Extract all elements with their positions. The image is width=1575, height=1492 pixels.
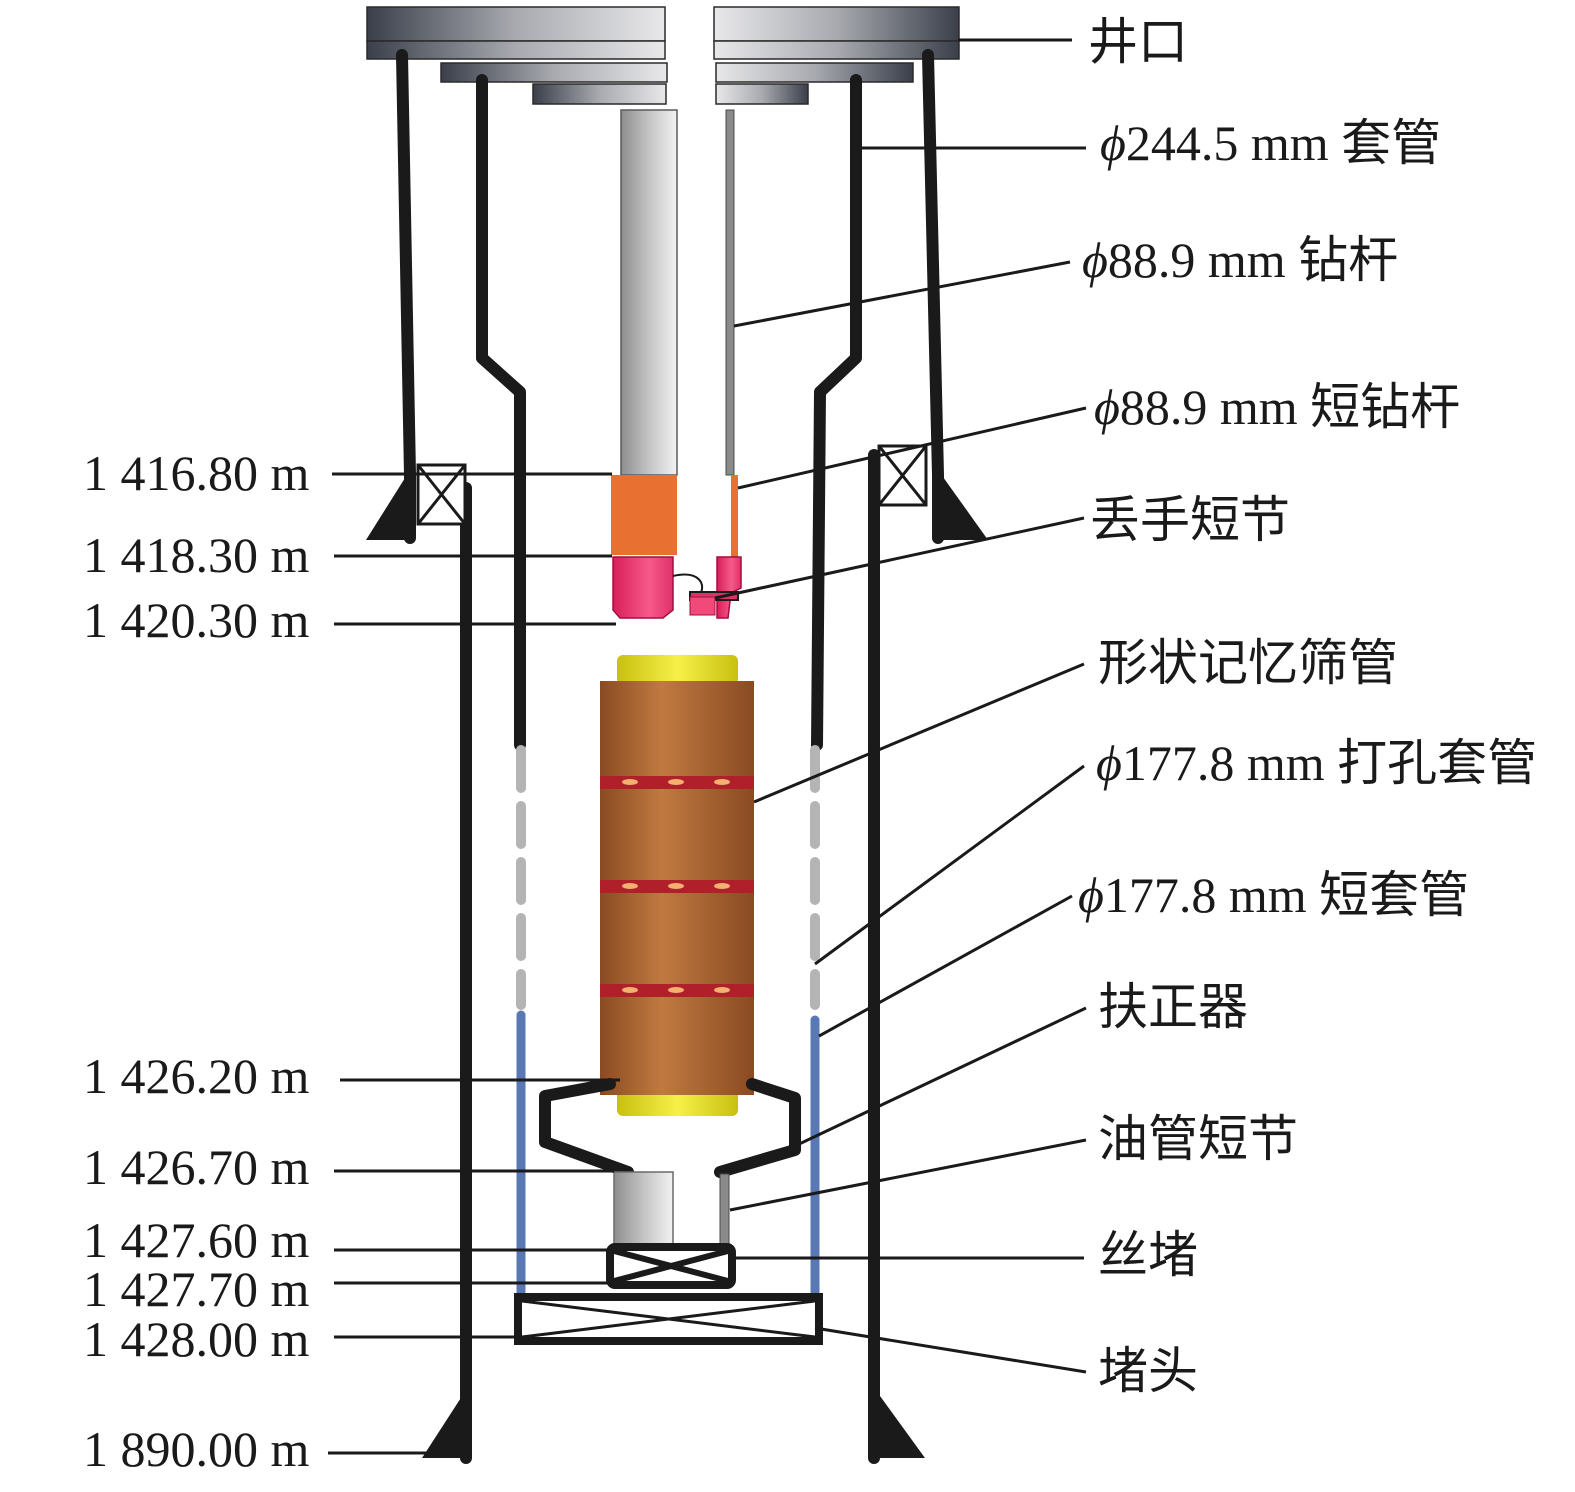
depth-label: 1 426.70 m bbox=[83, 1139, 310, 1195]
wellhead-flange-right-bottom bbox=[713, 40, 960, 60]
leader-centralizer bbox=[794, 1006, 1087, 1148]
liner-hanger-packer-right bbox=[877, 444, 928, 507]
depth-leaders bbox=[328, 472, 620, 1455]
phi-symbol: ϕ bbox=[1082, 232, 1108, 288]
leader-short-casing bbox=[818, 894, 1073, 1038]
component-leaders bbox=[714, 38, 1087, 1374]
inner-casing-left bbox=[476, 74, 526, 751]
label-short-casing: ϕ177.8 mm 短套管 bbox=[1078, 867, 1469, 923]
leader-smp-screen bbox=[753, 662, 1085, 804]
phi-symbol: ϕ bbox=[1078, 867, 1104, 923]
drill-pipe-right bbox=[725, 109, 735, 476]
release-sub bbox=[612, 556, 742, 619]
casing-shoe-left bbox=[366, 470, 412, 540]
wellhead bbox=[366, 6, 960, 105]
outer-casing-right-upper bbox=[922, 49, 944, 544]
depth-label: 1 428.00 m bbox=[83, 1311, 310, 1367]
depth-labels: 1 416.80 m 1 418.30 m 1 420.30 m 1 426.2… bbox=[83, 445, 310, 1477]
release-sub-collar bbox=[689, 596, 716, 616]
label-text: 177.8 mm 打孔套管 bbox=[1122, 735, 1537, 791]
drill-pipe-left bbox=[620, 109, 678, 476]
label-wellhead: 井口 bbox=[1088, 14, 1188, 70]
drill-pipe-string bbox=[611, 109, 738, 557]
tubing-hanger-left bbox=[532, 83, 667, 105]
label-smp-screen: 形状记忆筛管 bbox=[1098, 635, 1398, 691]
label-release-sub: 丢手短节 bbox=[1090, 492, 1290, 548]
inner-casing bbox=[476, 74, 862, 751]
wellhead-flange-right-top bbox=[713, 6, 960, 42]
phi-symbol: ϕ bbox=[1096, 735, 1122, 791]
depth-label: 1 416.80 m bbox=[83, 445, 310, 501]
screen-perforations bbox=[622, 779, 730, 993]
tubing-pup-right bbox=[719, 1173, 730, 1247]
label-casing-244: ϕ244.5 mm 套管 bbox=[1100, 115, 1441, 171]
release-sub-body-left bbox=[612, 556, 674, 619]
depth-label: 1 427.70 m bbox=[83, 1261, 310, 1317]
component-labels: 井口 ϕ244.5 mm 套管 ϕ88.9 mm 钻杆 ϕ88.9 mm 短钻杆… bbox=[1078, 14, 1537, 1399]
outer-casing-left-upper bbox=[396, 49, 416, 544]
label-short-drill-pipe: ϕ88.9 mm 短钻杆 bbox=[1094, 379, 1460, 435]
label-tubing-pup: 油管短节 bbox=[1098, 1111, 1298, 1167]
short-drill-pipe-right bbox=[731, 475, 738, 557]
hanger-flange-left bbox=[440, 62, 668, 83]
leader-release-sub bbox=[714, 516, 1085, 600]
tubing-pup-left bbox=[613, 1171, 674, 1248]
centralizer-left-arm bbox=[539, 1078, 634, 1178]
short-drill-pipe-left bbox=[611, 475, 677, 555]
depth-label: 1 420.30 m bbox=[83, 592, 310, 648]
hanger-flange-right bbox=[715, 62, 914, 83]
short-casing bbox=[516, 1010, 820, 1300]
screen-top-end bbox=[617, 655, 738, 685]
label-drill-pipe: ϕ88.9 mm 钻杆 bbox=[1082, 232, 1398, 288]
wellhead-flange-left-top bbox=[366, 6, 666, 42]
phi-symbol: ϕ bbox=[1100, 115, 1126, 171]
depth-label: 1 427.60 m bbox=[83, 1212, 310, 1268]
depth-label: 1 890.00 m bbox=[83, 1421, 310, 1477]
leader-short-drill-pipe bbox=[737, 406, 1087, 490]
label-bull-plug: 堵头 bbox=[1098, 1343, 1198, 1399]
label-plug: 丝堵 bbox=[1098, 1227, 1198, 1283]
label-centralizer: 扶正器 bbox=[1098, 979, 1248, 1035]
phi-symbol: ϕ bbox=[1094, 379, 1120, 435]
leader-bull-plug bbox=[814, 1326, 1087, 1374]
leader-perforated-casing bbox=[814, 764, 1085, 966]
casing-shoe-right bbox=[936, 470, 988, 540]
liner-shoe-right bbox=[872, 1385, 925, 1458]
label-text: 88.9 mm 短钻杆 bbox=[1120, 379, 1460, 435]
label-text: 177.8 mm 短套管 bbox=[1104, 867, 1469, 923]
leader-drill-pipe bbox=[733, 260, 1071, 328]
centralizer-right-arm bbox=[714, 1078, 801, 1178]
tubing-hanger-right bbox=[715, 83, 809, 105]
shape-memory-screen bbox=[600, 655, 754, 1116]
leader-tubing-pup bbox=[729, 1138, 1087, 1212]
label-text: 88.9 mm 钻杆 bbox=[1108, 232, 1398, 288]
depth-label: 1 426.20 m bbox=[83, 1048, 310, 1104]
label-perforated-casing: ϕ177.8 mm 打孔套管 bbox=[1096, 735, 1537, 791]
bull-plug bbox=[514, 1293, 823, 1345]
inner-casing-right bbox=[811, 74, 862, 751]
liner-shoe-left bbox=[422, 1390, 468, 1458]
wellhead-flange-left-bottom bbox=[366, 40, 666, 60]
tubing-pup bbox=[613, 1171, 730, 1248]
release-sub-body-right bbox=[716, 556, 742, 619]
centralizer bbox=[539, 1078, 801, 1178]
depth-label: 1 418.30 m bbox=[83, 527, 310, 583]
wire-plug bbox=[606, 1243, 736, 1289]
perforated-casing bbox=[516, 745, 820, 1010]
label-text: 244.5 mm 套管 bbox=[1126, 115, 1441, 171]
